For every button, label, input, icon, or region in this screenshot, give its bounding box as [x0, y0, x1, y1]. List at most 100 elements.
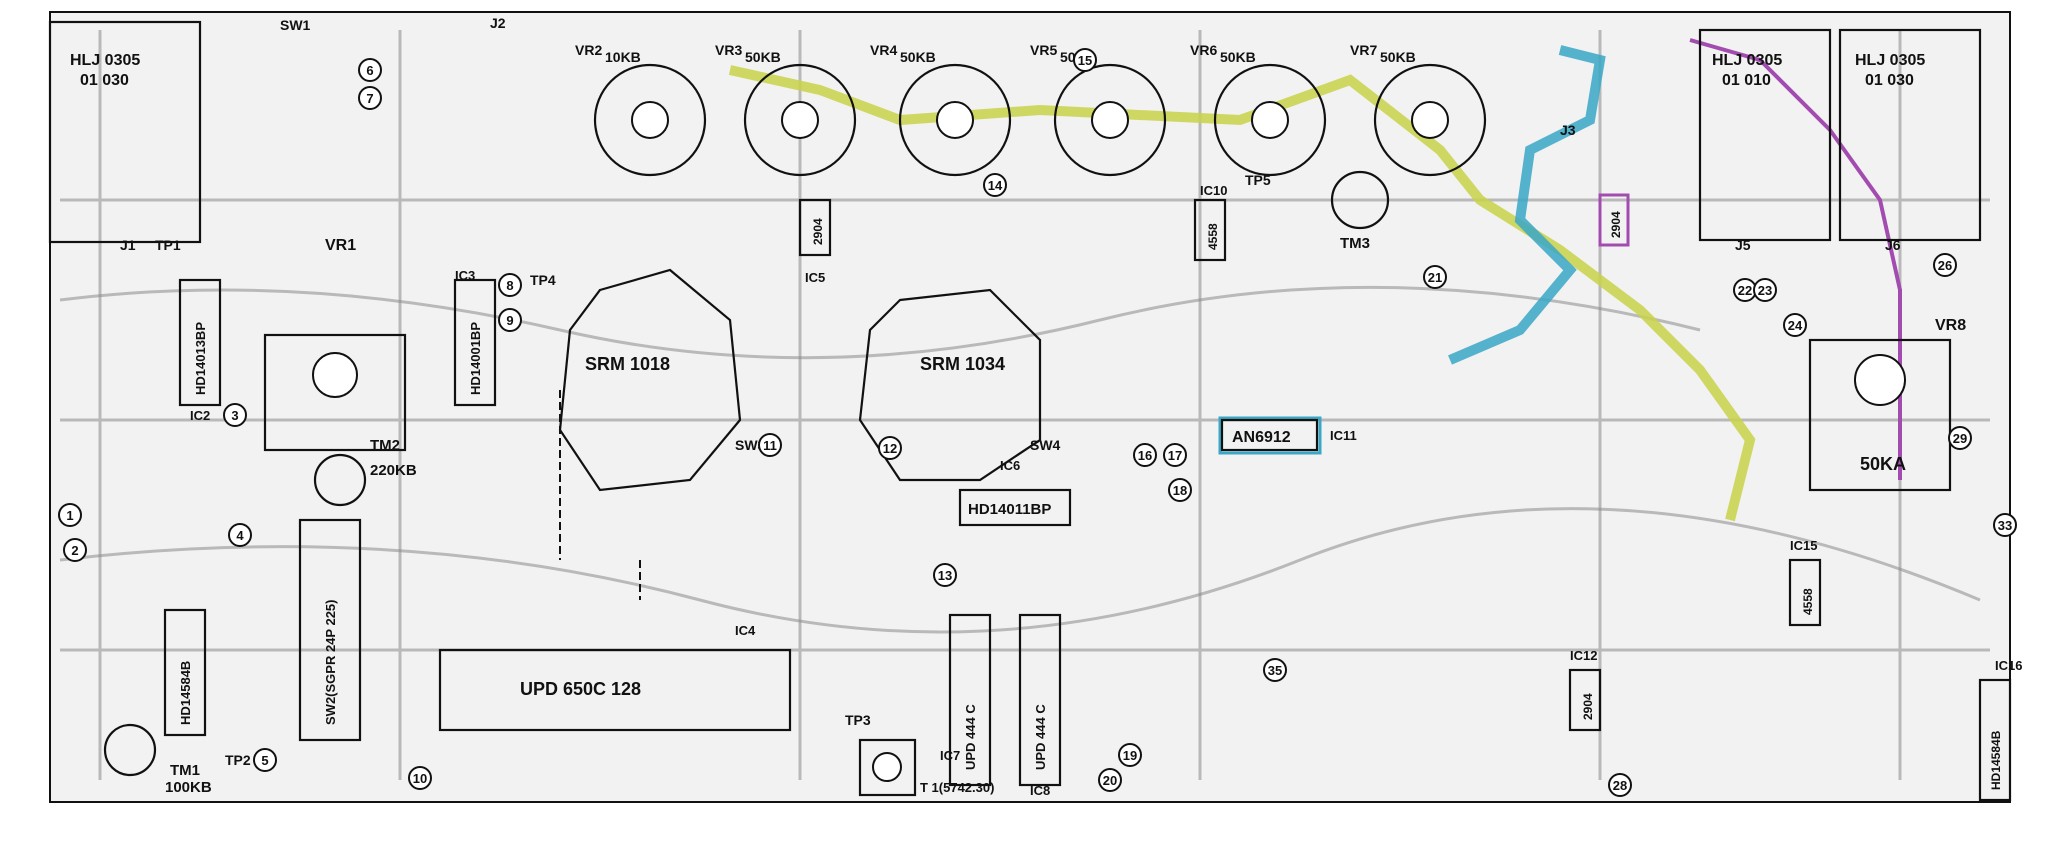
svg-text:IC15: IC15: [1790, 538, 1817, 553]
circled-number-label: 14: [988, 178, 1003, 193]
pot-vr6: VR6 50KB: [1190, 42, 1327, 177]
circled-number: 21: [1423, 265, 1447, 289]
relay-right: HLJ 0305 01 030: [1838, 28, 1982, 242]
circled-number: 14: [983, 173, 1007, 197]
switch-sw2: SW2(SGPR 24P 225): [298, 518, 362, 742]
circled-number-label: 5: [261, 753, 268, 768]
transformer-t1: T 1(5742.30): [858, 738, 994, 797]
circled-number: 9: [498, 308, 522, 332]
chip-hd14584b-right: HD14584B: [1978, 678, 2012, 802]
circled-number-label: 6: [366, 63, 373, 78]
svg-text:TM1: TM1: [170, 762, 200, 779]
cyan-highlight-trace: [1448, 45, 1606, 365]
circled-number: 29: [1948, 426, 1972, 450]
circled-number-label: 1: [66, 508, 73, 523]
svg-text:VR1: VR1: [325, 237, 356, 254]
circled-number: 24: [1783, 313, 1807, 337]
circled-number-label: 10: [413, 771, 427, 786]
pcb-outline: [49, 11, 2011, 803]
svg-text:4558: 4558: [1801, 588, 1815, 615]
circled-number: 17: [1163, 443, 1187, 467]
chip-srm1018: SRM 1018: [558, 268, 742, 492]
pot-vr7: VR7 50KB: [1350, 42, 1487, 177]
svg-text:IC7: IC7: [940, 748, 960, 763]
svg-text:IC8: IC8: [1030, 783, 1050, 798]
pot-vr4: VR4 50KB: [870, 42, 1012, 177]
svg-text:UPD 650C 128: UPD 650C 128: [520, 679, 641, 699]
circled-number-label: 24: [1788, 318, 1803, 333]
chip-srm1034: SRM 1034: [858, 288, 1042, 482]
circled-number-label: 22: [1738, 283, 1752, 298]
chip-upd650c: UPD 650C 128: [438, 648, 792, 732]
circled-number-label: 15: [1078, 53, 1092, 68]
relay-left-line1: HLJ 0305: [70, 52, 140, 69]
circled-number: 13: [933, 563, 957, 587]
svg-text:VR3: VR3: [715, 42, 742, 58]
svg-text:10KB: 10KB: [605, 49, 641, 65]
svg-text:SW1: SW1: [280, 17, 311, 33]
pot-vr8: VR8 50KA: [1808, 317, 1966, 492]
circled-number: 10: [408, 766, 432, 790]
chip-hd14013bp: HD14013BP: [178, 278, 222, 407]
svg-text:SW2(SGPR 24P 225): SW2(SGPR 24P 225): [323, 600, 338, 725]
chip-upd444c-1: UPD 444 C: [948, 613, 992, 787]
svg-text:4558: 4558: [1206, 223, 1220, 250]
svg-text:VR8: VR8: [1935, 317, 1966, 334]
circled-number-label: 33: [1998, 518, 2012, 533]
svg-text:VR2: VR2: [575, 42, 602, 58]
chip-2904-purple: 2904: [1609, 211, 1623, 238]
svg-text:VR7: VR7: [1350, 42, 1377, 58]
circled-number: 7: [358, 86, 382, 110]
svg-text:2904: 2904: [1581, 693, 1595, 720]
svg-text:50KA: 50KA: [1860, 454, 1906, 474]
relay-right-line1: HLJ 0305: [1855, 52, 1925, 69]
pot-vr2: VR2 10KB: [575, 42, 707, 177]
svg-text:2904: 2904: [811, 218, 825, 245]
circled-number: 15: [1073, 48, 1097, 72]
svg-text:AN6912: AN6912: [1232, 429, 1291, 446]
relay-left: HLJ 0305 01 030: [48, 20, 202, 244]
ic-labels: IC2 IC3 IC4 IC5 IC6 IC7 IC8 IC10 IC11 IC…: [190, 183, 2022, 798]
jumper-wire: [559, 390, 641, 600]
circled-number-label: 4: [236, 528, 244, 543]
chip-an6912: AN6912: [1220, 418, 1319, 452]
circled-number: 12: [878, 436, 902, 460]
svg-text:IC6: IC6: [1000, 458, 1020, 473]
svg-text:VR4: VR4: [870, 42, 897, 58]
svg-text:VR5: VR5: [1030, 42, 1057, 58]
svg-text:SRM 1018: SRM 1018: [585, 354, 670, 374]
svg-text:TP1: TP1: [155, 237, 181, 253]
svg-text:HD14011BP: HD14011BP: [968, 501, 1051, 518]
circled-number-label: 11: [763, 438, 777, 453]
switch-labels: SW1 SW3 SW4: [280, 17, 1061, 453]
purple-highlight-box: [1598, 193, 1630, 247]
relay-left-line2: 01 030: [80, 72, 129, 89]
circled-number-label: 17: [1168, 448, 1182, 463]
circled-number: 23: [1753, 278, 1777, 302]
circled-number: 3: [223, 403, 247, 427]
circled-number: 22: [1733, 278, 1757, 302]
circled-number: 35: [1263, 658, 1287, 682]
svg-text:T 1(5742.30): T 1(5742.30): [920, 780, 994, 795]
chip-hd14584b-left: HD14584B: [163, 608, 207, 737]
svg-text:50KB: 50KB: [900, 49, 936, 65]
pot-vr1: VR1: [263, 237, 407, 452]
circled-number-label: 9: [506, 313, 513, 328]
circled-number-label: 19: [1123, 748, 1137, 763]
chip-2904-ic12: 2904: [1568, 668, 1602, 732]
circled-number-label: 3: [231, 408, 238, 423]
test-point-labels: TP1 TP2 TP3 TP4 TP5: [155, 172, 1271, 768]
svg-text:TP5: TP5: [1245, 172, 1271, 188]
circled-number: 28: [1608, 773, 1632, 797]
svg-text:HD14584B: HD14584B: [1989, 730, 2003, 790]
chip-4558-ic15: 4558: [1788, 558, 1822, 627]
circled-number: 4: [228, 523, 252, 547]
circled-number-label: 26: [1938, 258, 1952, 273]
circled-number-label: 8: [506, 278, 513, 293]
circled-number-label: 7: [366, 91, 373, 106]
jack-labels: J1 J2 J3 J5 J6: [120, 15, 1901, 253]
svg-text:SRM 1034: SRM 1034: [920, 354, 1005, 374]
circled-number: 2: [63, 538, 87, 562]
svg-text:J6: J6: [1885, 237, 1901, 253]
